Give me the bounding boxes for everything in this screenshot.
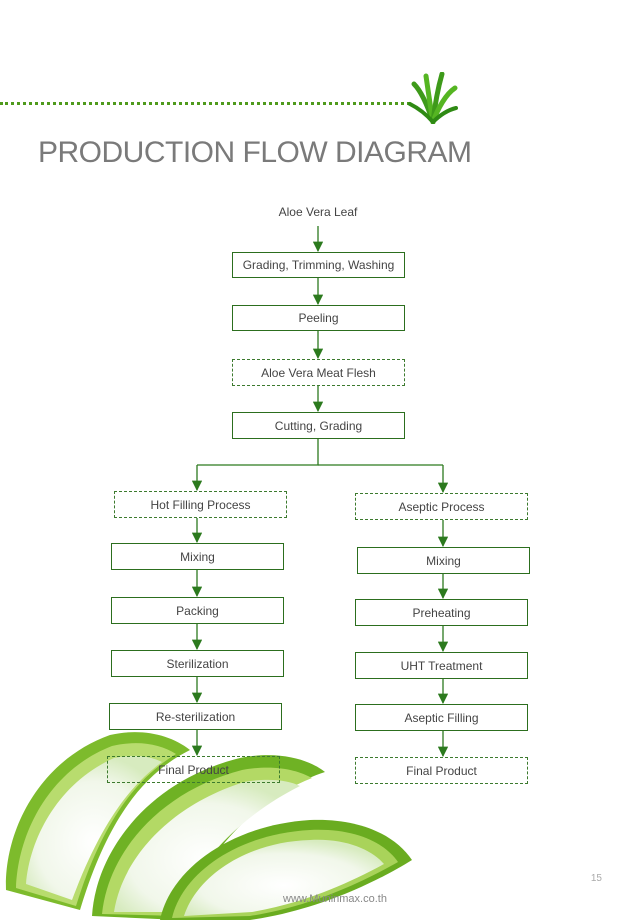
hot-filling-process-header: Hot Filling Process bbox=[114, 491, 287, 518]
hot-filling-step-mixing: Mixing bbox=[111, 543, 284, 570]
flow-step-peeling: Peeling bbox=[232, 305, 405, 331]
page-title: PRODUCTION FLOW DIAGRAM bbox=[38, 136, 472, 169]
hot-filling-step-re-sterilization: Re-sterilization bbox=[109, 703, 282, 730]
page-number: 15 bbox=[590, 873, 602, 884]
aseptic-final-product: Final Product bbox=[355, 757, 528, 784]
aloe-slices-illustration bbox=[5, 732, 412, 920]
aseptic-step-aseptic-filling: Aseptic Filling bbox=[355, 704, 528, 731]
aseptic-step-preheating: Preheating bbox=[355, 599, 528, 626]
aseptic-step-uht-treatment: UHT Treatment bbox=[355, 652, 528, 679]
hot-filling-step-sterilization: Sterilization bbox=[111, 650, 284, 677]
dotted-divider bbox=[0, 102, 410, 105]
start-label: Aloe Vera Leaf bbox=[278, 205, 358, 219]
hot-filling-step-packing: Packing bbox=[111, 597, 284, 624]
aseptic-step-mixing: Mixing bbox=[357, 547, 530, 574]
hot-filling-final-product: Final Product bbox=[107, 756, 280, 783]
footer-website-link[interactable]: www.Muninmax.co.th bbox=[283, 893, 387, 905]
flow-step-aloe-meat-flesh: Aloe Vera Meat Flesh bbox=[232, 359, 405, 386]
aseptic-process-header: Aseptic Process bbox=[355, 493, 528, 520]
flow-step-cutting-grading: Cutting, Grading bbox=[232, 412, 405, 439]
aloe-plant-icon bbox=[408, 72, 458, 124]
flow-step-grading-trimming-washing: Grading, Trimming, Washing bbox=[232, 252, 405, 278]
